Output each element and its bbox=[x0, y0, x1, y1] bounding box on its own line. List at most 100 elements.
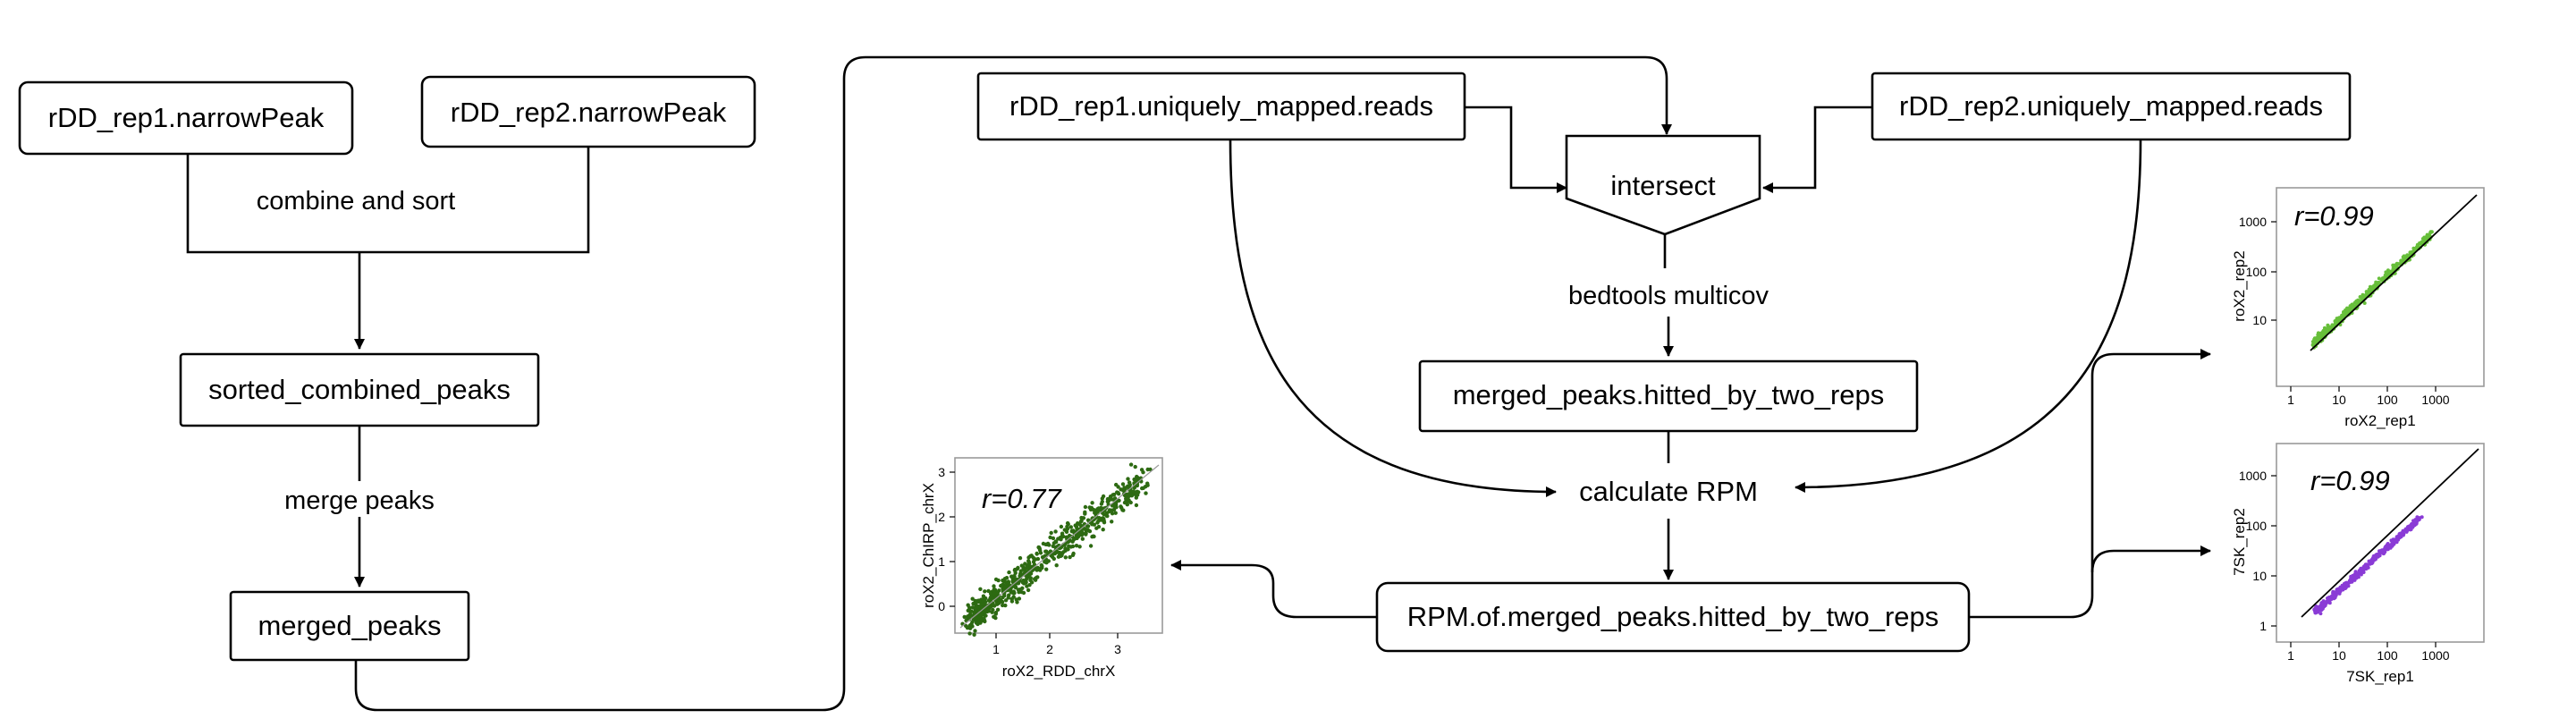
scatter-point bbox=[2338, 316, 2343, 320]
plot-rox2-ylabel: roX2_rep2 bbox=[2231, 250, 2248, 321]
scatter-point bbox=[2378, 549, 2383, 553]
node-rpm-output-label: RPM.of.merged_peaks.hitted_by_two_reps bbox=[1407, 601, 1939, 632]
scatter-point bbox=[1025, 584, 1029, 588]
scatter-point bbox=[2416, 242, 2420, 247]
scatter-point bbox=[1031, 560, 1036, 564]
plot-chrx-ytick-label-1: 1 bbox=[938, 554, 945, 569]
scatter-point bbox=[1052, 556, 1057, 562]
scatter-point bbox=[2343, 581, 2346, 586]
scatter-point bbox=[1100, 496, 1105, 501]
scatter-point bbox=[2422, 235, 2427, 240]
plot-7sk-xtick-label-10: 10 bbox=[2332, 648, 2346, 663]
scatter-point bbox=[2318, 604, 2322, 609]
scatter-point bbox=[1148, 467, 1153, 472]
scatter-point bbox=[2314, 607, 2318, 612]
scatter-point bbox=[1005, 580, 1010, 585]
scatter-point bbox=[1001, 603, 1005, 608]
scatter-point bbox=[1055, 550, 1060, 554]
scatter-point bbox=[1039, 562, 1044, 568]
scatter-point bbox=[1064, 529, 1069, 534]
scatter-point bbox=[1075, 526, 1079, 531]
scatter-point bbox=[1016, 565, 1020, 571]
scatter-point bbox=[967, 605, 972, 610]
scatter-point bbox=[1070, 544, 1076, 549]
scatter-point bbox=[1144, 491, 1148, 495]
scatter-point bbox=[1035, 568, 1039, 572]
scatter-point bbox=[983, 589, 987, 594]
scatter-point bbox=[1112, 504, 1118, 510]
plot-rox2-xtick-label-1: 1 bbox=[2287, 393, 2294, 407]
scatter-point bbox=[976, 621, 980, 626]
plot-rox2-xlabel: roX2_rep1 bbox=[2344, 412, 2415, 429]
scatter-point bbox=[2390, 540, 2394, 544]
node-merged-peaks-two-reps-label: merged_peaks.hitted_by_two_reps bbox=[1453, 379, 1885, 410]
scatter-point bbox=[2364, 290, 2369, 294]
scatter-point bbox=[1063, 555, 1068, 560]
scatter-point bbox=[2404, 528, 2409, 532]
scatter-point bbox=[1134, 503, 1139, 508]
scatter-point bbox=[1024, 580, 1028, 585]
scatter-point bbox=[2428, 230, 2433, 234]
scatter-point bbox=[993, 615, 998, 621]
scatter-point bbox=[1132, 486, 1137, 490]
scatter-point bbox=[1083, 504, 1088, 510]
scatter-point bbox=[1043, 542, 1048, 546]
scatter-point bbox=[1026, 560, 1032, 564]
plot-chrx-ytick-label-0: 0 bbox=[938, 599, 945, 613]
edge-output-to-rox2-plot bbox=[1969, 349, 2211, 619]
scatter-point bbox=[1087, 528, 1093, 534]
scatter-point bbox=[986, 588, 991, 594]
scatter-point bbox=[972, 632, 976, 637]
edge-rep1-reads-rpm bbox=[1229, 139, 1557, 497]
scatter-point bbox=[2371, 554, 2376, 558]
scatter-point bbox=[1136, 490, 1141, 495]
scatter-point bbox=[996, 601, 1001, 605]
plot-7sk-corr: r=0.99 bbox=[2310, 465, 2390, 496]
scatter-point bbox=[982, 610, 986, 614]
scatter-point bbox=[1101, 528, 1105, 532]
scatter-point bbox=[1119, 487, 1123, 492]
plot-chrx-ylabel: roX2_ChIRP_chrX bbox=[920, 483, 937, 608]
scatter-point bbox=[1111, 492, 1117, 497]
scatter-point bbox=[1085, 524, 1091, 528]
scatter-point bbox=[1091, 507, 1096, 512]
scatter-point bbox=[1077, 532, 1082, 537]
scatter-point bbox=[1126, 477, 1130, 481]
scatter-point bbox=[1048, 535, 1052, 540]
scatter-point bbox=[1128, 500, 1133, 505]
scatter-point bbox=[1070, 539, 1075, 544]
plot-7sk-xlabel: 7SK_rep1 bbox=[2346, 668, 2414, 685]
plot-rox2-xtick-label-10: 10 bbox=[2332, 393, 2346, 407]
scatter-point bbox=[1127, 480, 1132, 485]
node-rep1-reads: rDD_rep1.uniquely_mapped.reads bbox=[976, 72, 1466, 141]
scatter-point bbox=[1145, 481, 1150, 486]
scatter-point bbox=[1062, 543, 1067, 547]
plot-chrx: r=0.77 1 2 3 0 1 2 3 roX2_RDD_chrX roX2_… bbox=[920, 457, 1163, 680]
scatter-point bbox=[2323, 604, 2327, 608]
scatter-point bbox=[1000, 583, 1004, 588]
scatter-point bbox=[1120, 482, 1126, 486]
plot-chrx-xlabel: roX2_RDD_chrX bbox=[1002, 663, 1116, 680]
scatter-point bbox=[1128, 483, 1132, 488]
scatter-point bbox=[1060, 531, 1065, 536]
scatter-point bbox=[2382, 547, 2386, 552]
scatter-point bbox=[1080, 537, 1085, 541]
scatter-point bbox=[2402, 258, 2406, 262]
scatter-point bbox=[1096, 516, 1102, 520]
scatter-point bbox=[1120, 508, 1125, 512]
node-rep1-narrowpeak-label: rDD_rep1.narrowPeak bbox=[48, 102, 325, 133]
scatter-point bbox=[1051, 536, 1056, 541]
scatter-point bbox=[1044, 567, 1049, 571]
plot-rox2-xtick-label-100: 100 bbox=[2377, 393, 2398, 407]
scatter-point bbox=[988, 591, 993, 596]
scatter-point bbox=[969, 622, 974, 627]
plot-7sk-ytick-label-100: 100 bbox=[2246, 519, 2268, 533]
scatter-point bbox=[1036, 545, 1041, 550]
scatter-point bbox=[1020, 580, 1026, 585]
scatter-point bbox=[1126, 492, 1131, 496]
scatter-point bbox=[992, 588, 996, 592]
scatter-point bbox=[1113, 511, 1118, 515]
scatter-point bbox=[2325, 328, 2329, 333]
scatter-point bbox=[1107, 496, 1112, 501]
scatter-point bbox=[1044, 560, 1049, 565]
